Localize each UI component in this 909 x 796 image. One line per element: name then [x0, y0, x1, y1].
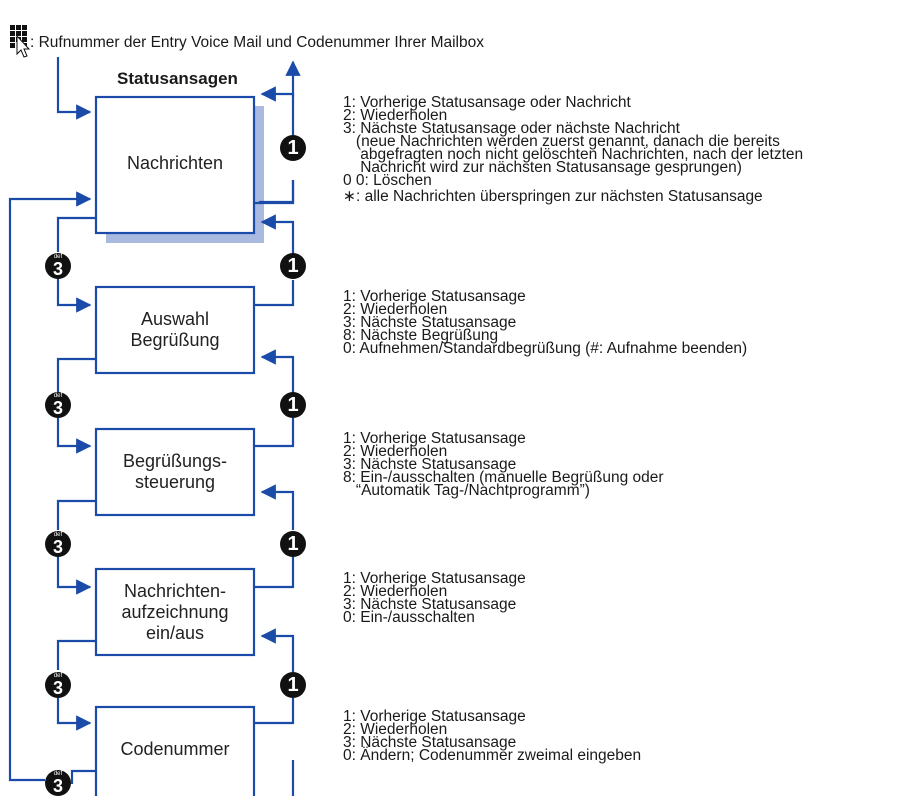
desc-line: 2: Wiederholen	[343, 301, 448, 318]
desc-line: 8: Nächste Begrüßung	[343, 327, 499, 344]
desc-line: 3: Nächste Statusansage	[343, 314, 517, 331]
box-label-aufzeichnung: Nachrichten- aufzeichnung ein/aus	[121, 581, 229, 643]
desc-line: 3: Nächste Statusansage	[343, 596, 517, 613]
desc-line: 0 0: Löschen	[343, 172, 432, 189]
box-steuerung	[94, 427, 256, 517]
box-label-nachrichten: Nachrichten	[126, 153, 224, 173]
desc-line: 1: Vorherige Statusansage	[343, 430, 526, 447]
desc-line: 2: Wiederholen	[343, 583, 448, 600]
desc-line: (neue Nachrichten werden zuerst genannt,…	[343, 133, 780, 150]
diagram-title: Statusansagen	[117, 69, 238, 88]
desc-line: 2: Wiederholen	[343, 721, 448, 738]
desc-line: “Automatik Tag-/Nachtprogramm”)	[343, 482, 590, 499]
key-1-badge: 1	[280, 135, 306, 161]
desc-line: abgefragten noch nicht gelöschten Nachri…	[343, 146, 804, 163]
box-label-codenummer: Codenummer	[120, 739, 230, 759]
desc-line: 1: Vorherige Statusansage	[343, 288, 526, 305]
key-1-badge: 1	[280, 531, 306, 557]
desc-line: 1: Vorherige Statusansage	[343, 570, 526, 587]
box-codenummer	[94, 705, 256, 796]
desc-line: 0: Ändern; Codenummer zweimal eingeben	[343, 747, 642, 764]
box-label-steuerung: Begrüßungs- steuerung	[122, 451, 228, 492]
desc-line: 0: Ein-/ausschalten	[343, 609, 475, 626]
key-1-badge: 1	[280, 392, 306, 418]
desc-line: 1: Vorherige Statusansage	[343, 708, 526, 725]
desc-line: 3: Nächste Statusansage	[343, 456, 517, 473]
desc-line: 3: Nächste Statusansage	[343, 734, 517, 751]
desc-line: 2: Wiederholen	[343, 443, 448, 460]
loop-line	[8, 191, 92, 782]
header-text: : Rufnummer der Entry Voice Mail und Cod…	[30, 34, 484, 51]
box-auswahl	[94, 285, 256, 375]
key-1-badge: 1	[280, 253, 306, 279]
keypad-icon	[10, 25, 31, 58]
desc-line: 8: Ein-/ausschalten (manuelle Begrüßung …	[343, 469, 664, 486]
box-nachrichten	[94, 95, 256, 235]
box-aufzeichnung	[94, 567, 256, 657]
desc-line: 2: Wiederholen	[343, 107, 448, 124]
desc-line: Nachricht wird zur nächsten Statusansage…	[343, 159, 742, 176]
desc-line: 0: Aufnehmen/Standardbegrüßung (#: Aufna…	[343, 340, 748, 357]
desc-line: 3: Nächste Statusansage oder nächste Nac…	[343, 120, 680, 137]
entry-line	[56, 57, 92, 120]
desc-line: 1: Vorherige Statusansage oder Nachricht	[343, 94, 631, 111]
box-label-auswahl: Auswahl Begrüßung	[130, 309, 220, 350]
key-1-badge: 1	[280, 672, 306, 698]
desc-line: ∗: alle Nachrichten überspringen zur näc…	[343, 188, 763, 205]
